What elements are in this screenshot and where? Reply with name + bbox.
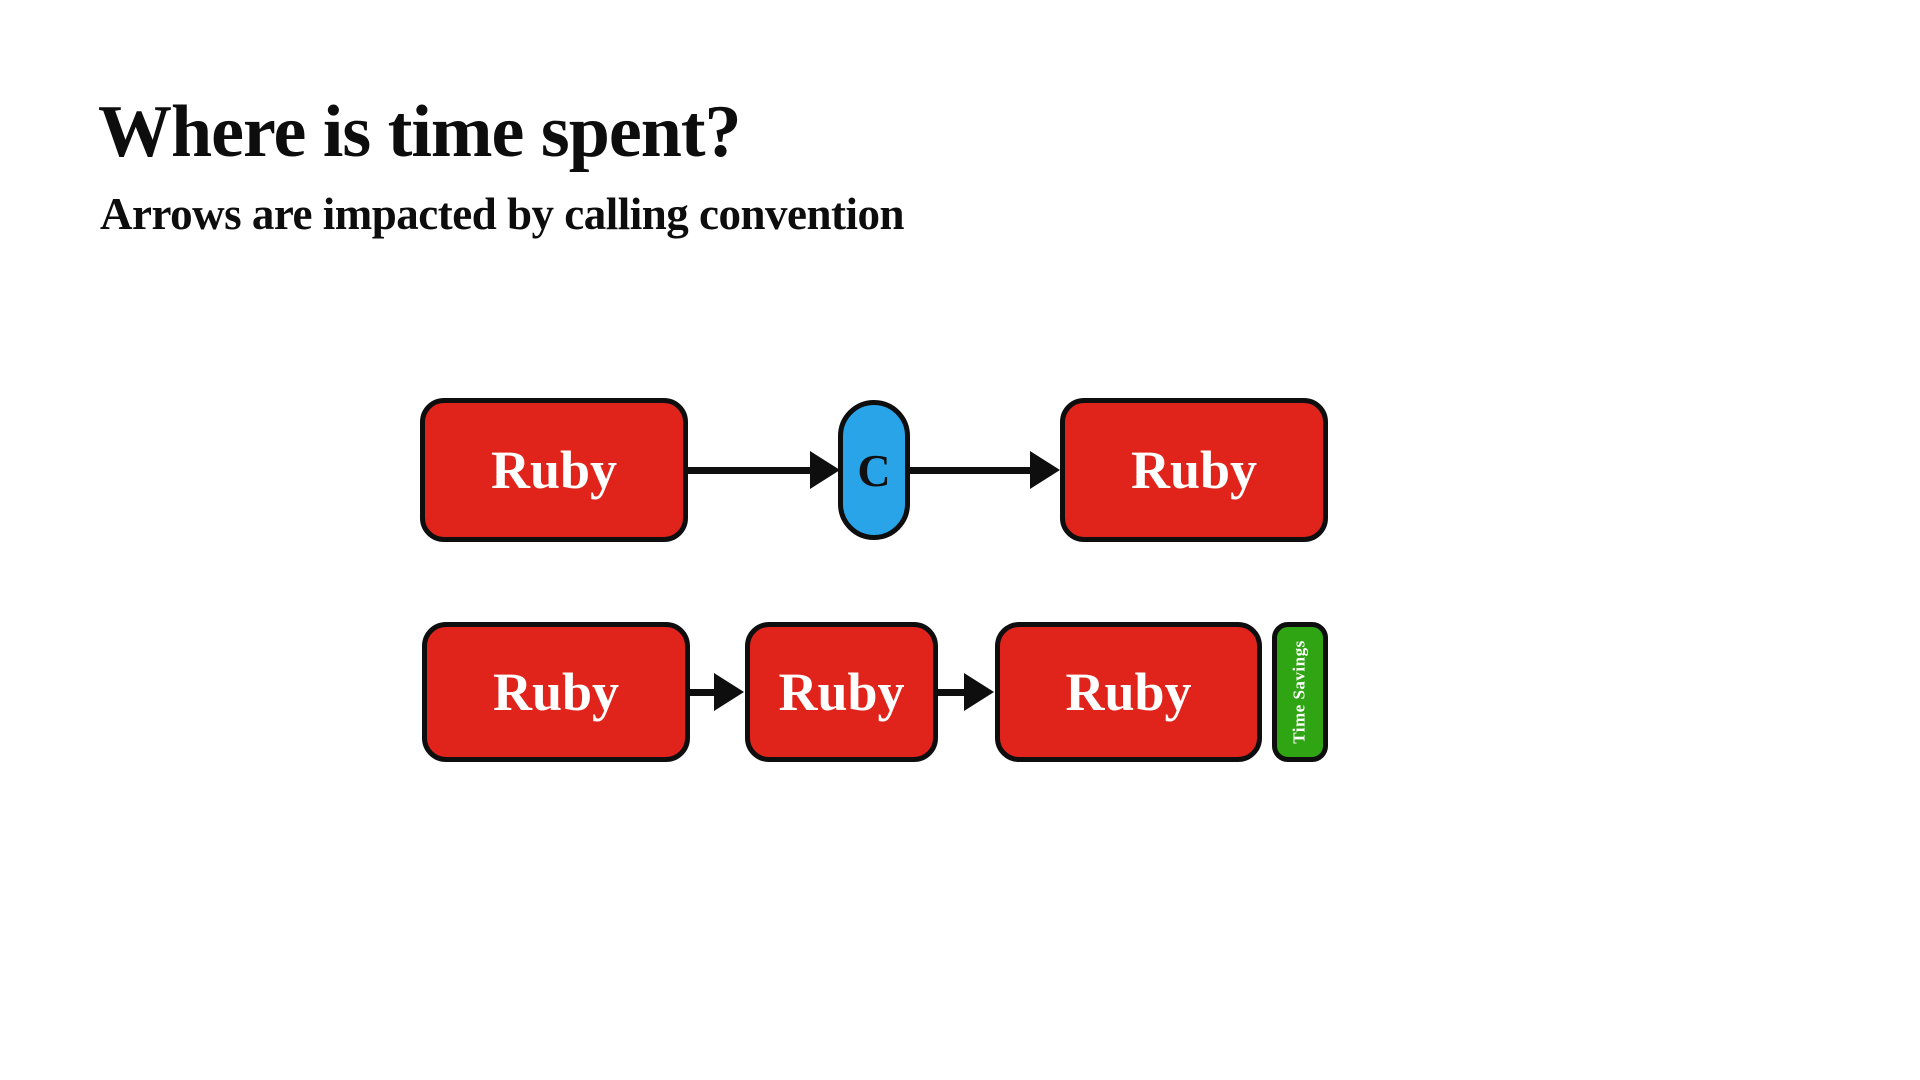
- ruby-box-label: Ruby: [778, 662, 905, 722]
- page-subtitle: Arrows are impacted by calling conventio…: [100, 189, 905, 239]
- arrow-head: [1030, 451, 1060, 489]
- time-savings-badge: Time Savings: [1272, 622, 1328, 762]
- ruby-box-row1-left: Ruby: [420, 398, 688, 542]
- c-pill: C: [838, 400, 910, 540]
- arrow-right-icon: [938, 672, 994, 712]
- arrow-shaft: [688, 466, 810, 474]
- ruby-box-label: Ruby: [1065, 662, 1192, 722]
- arrow-shaft: [938, 688, 964, 696]
- c-pill-label: C: [857, 444, 891, 496]
- arrow-head: [714, 673, 744, 711]
- page-title: Where is time spent?: [98, 91, 741, 173]
- ruby-box-label: Ruby: [492, 662, 620, 722]
- ruby-box-row1-right: Ruby: [1060, 398, 1328, 542]
- ruby-box-row2-left: Ruby: [422, 622, 690, 762]
- arrow-shaft: [690, 688, 714, 696]
- arrow-shaft: [910, 466, 1030, 474]
- arrow-right-icon: [690, 672, 744, 712]
- ruby-box-label: Ruby: [1130, 440, 1258, 500]
- arrow-right-icon: [688, 450, 840, 490]
- ruby-box-label: Ruby: [490, 440, 618, 500]
- arrow-head: [810, 451, 840, 489]
- ruby-box-row2-middle: Ruby: [745, 622, 938, 762]
- time-savings-label: Time Savings: [1290, 640, 1309, 744]
- arrow-head: [964, 673, 994, 711]
- ruby-box-row2-right: Ruby: [995, 622, 1262, 762]
- arrow-right-icon: [910, 450, 1060, 490]
